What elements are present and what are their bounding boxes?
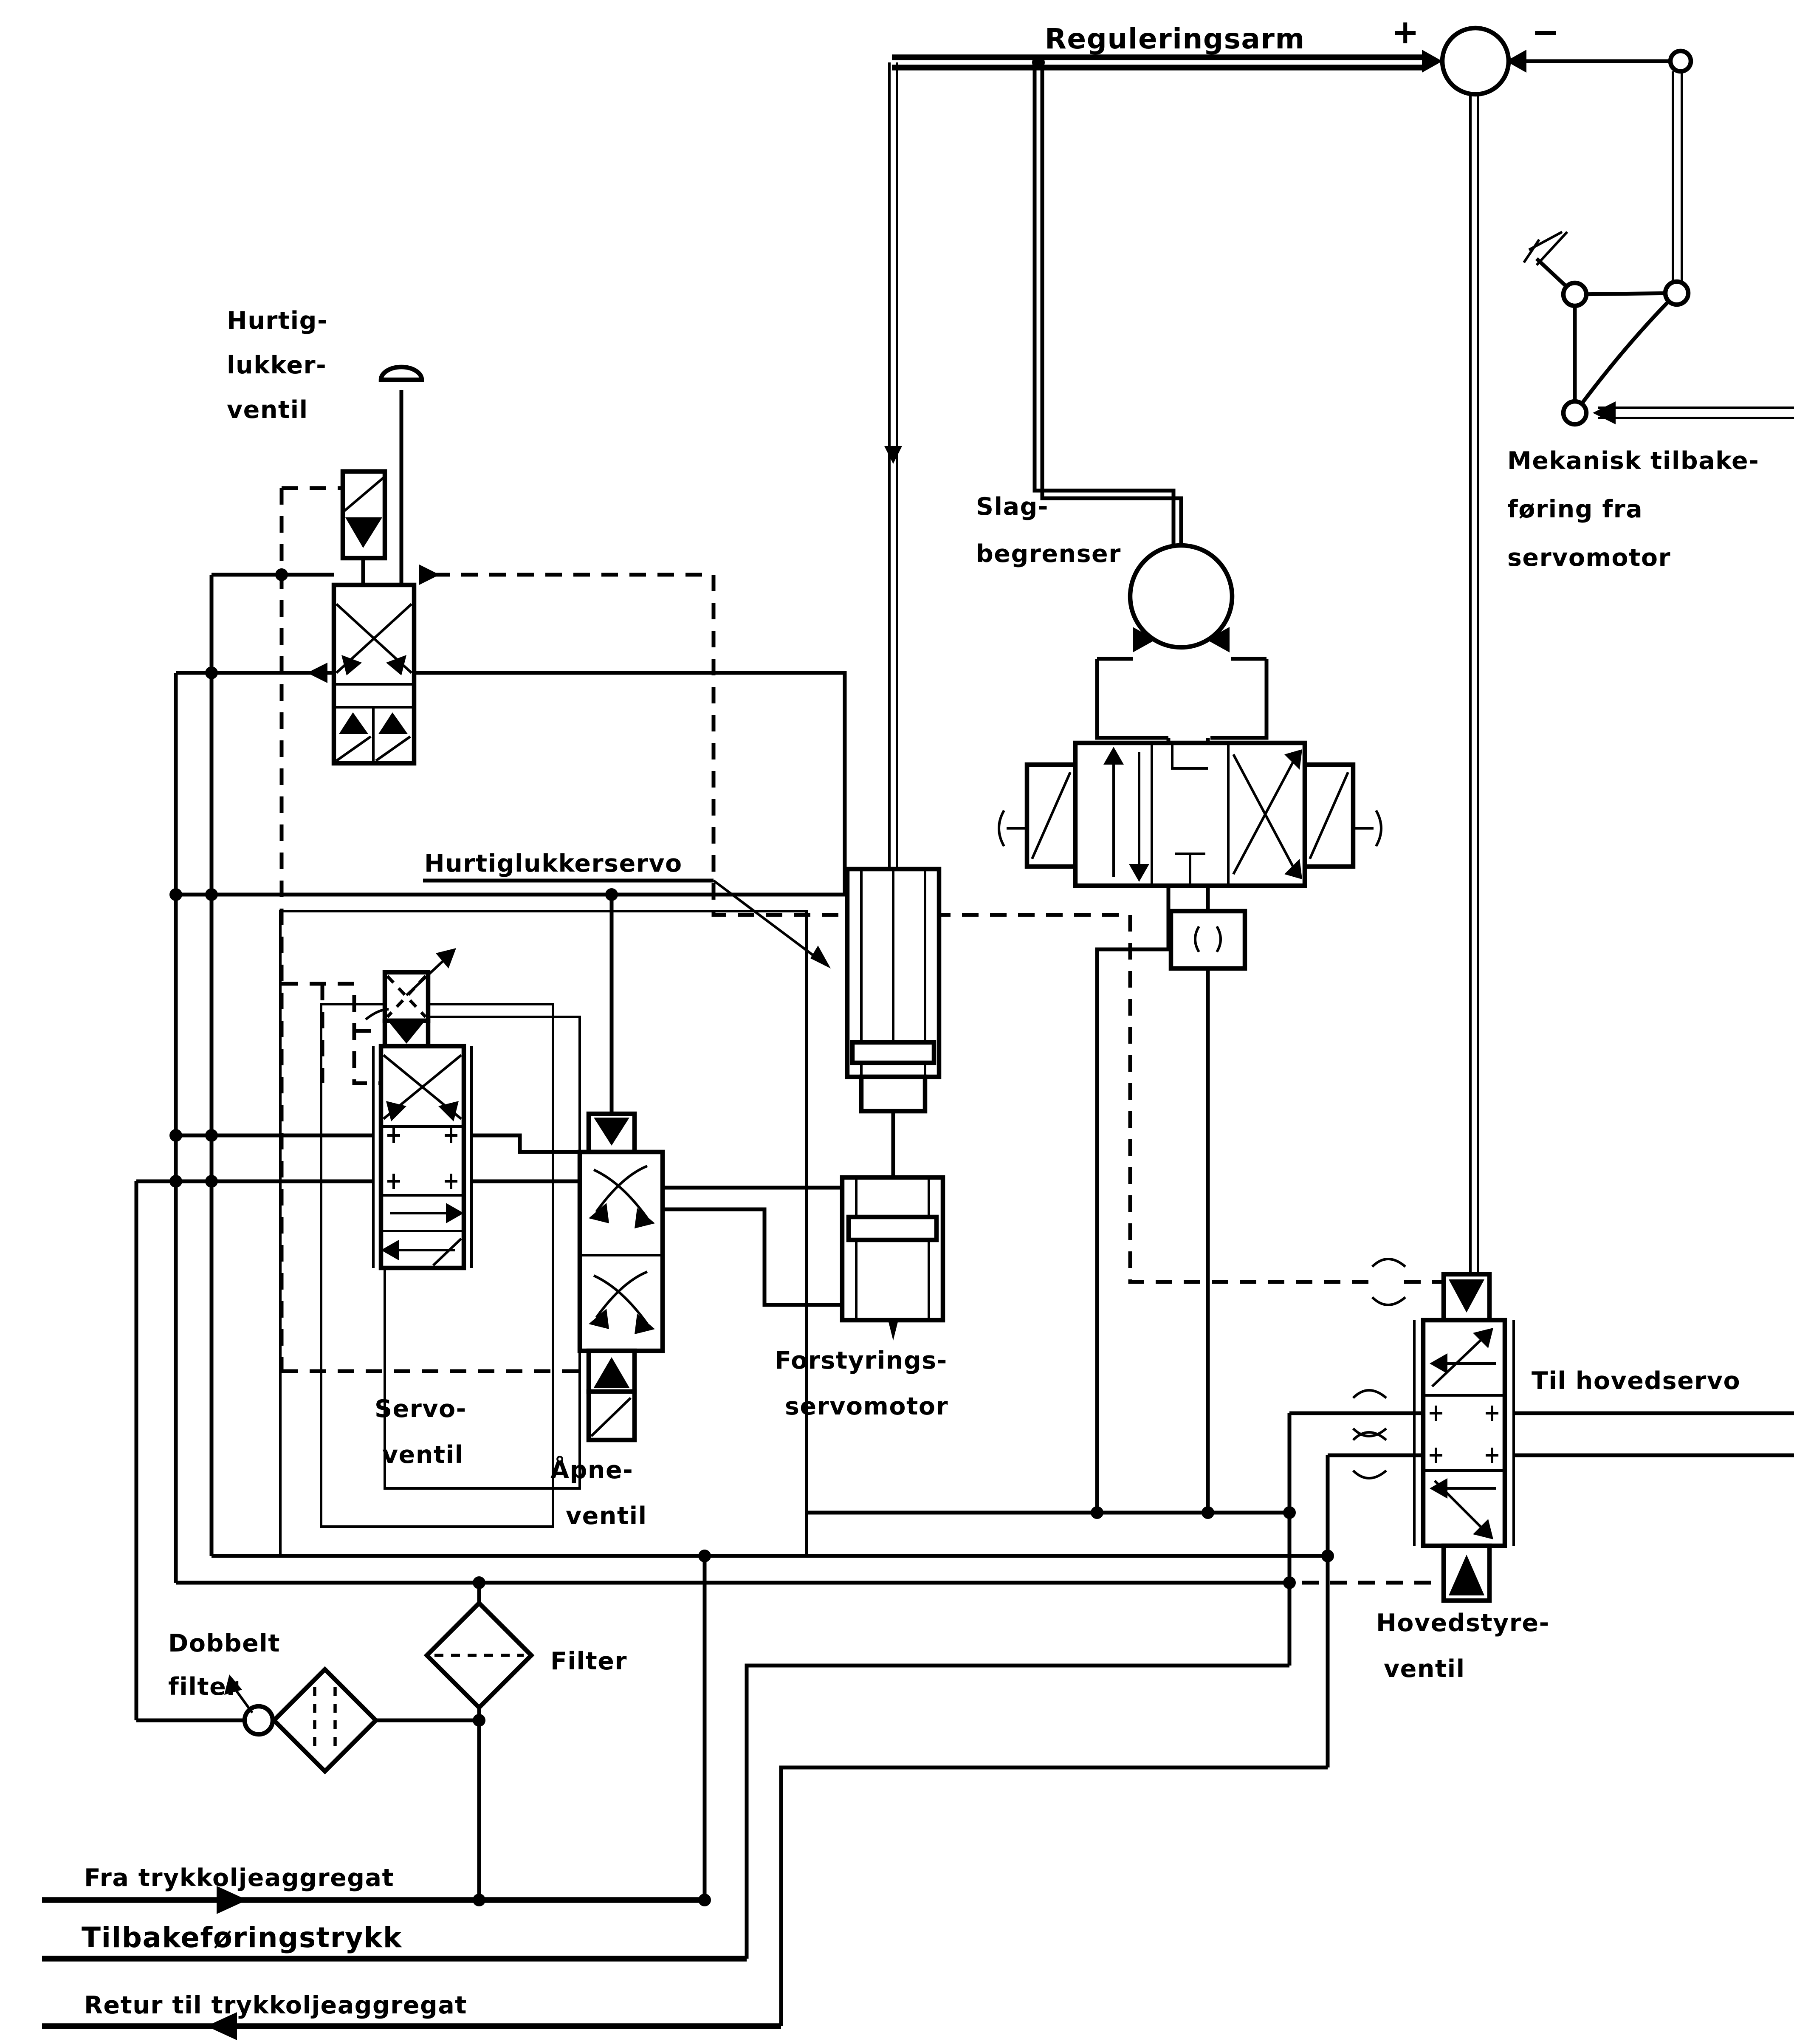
label-hoved-1: Hovedstyre-: [1376, 1609, 1550, 1637]
line-break-symbols: [1352, 1258, 1406, 1479]
supply-return-lines: [42, 1897, 781, 2029]
label-forstyr-2: servomotor: [785, 1392, 948, 1420]
label-hoved-2: ventil: [1384, 1655, 1465, 1683]
label-retur: Retur til trykkoljeaggregat: [84, 1991, 467, 2019]
label-apne-1: Åpne-: [550, 1455, 633, 1484]
label-mekanisk-2: føring fra: [1507, 495, 1643, 523]
summing-junction: [1440, 25, 1693, 97]
hydraulic-lines: [134, 54, 1794, 2026]
label-forstyr-1: Forstyrings-: [775, 1347, 948, 1375]
labels: Reguleringsarm + − Mekanisk tilbake- før…: [82, 13, 1759, 2019]
piston: [850, 1040, 936, 1065]
hurtiglukkerservo-cylinder: [845, 867, 942, 1114]
label-dobbelt-2: filter: [168, 1673, 239, 1701]
dobbelt-filter-unit: [224, 1666, 379, 1775]
label-dobbelt-1: Dobbelt: [168, 1629, 280, 1657]
flow-arrows: [206, 50, 1616, 2040]
pivot: [1668, 48, 1693, 74]
changeover-icon: [242, 1704, 275, 1737]
filter-unit: [423, 1600, 535, 1711]
hovedstyreventil: [1413, 1272, 1515, 1603]
throttle-box: [1168, 909, 1247, 971]
label-hurtig-3: ventil: [227, 396, 308, 424]
valve-body: [378, 1044, 466, 1270]
junction-dots: [169, 56, 1334, 1906]
servo-ventil: [365, 948, 473, 1270]
label-slag-2: begrenser: [976, 540, 1121, 568]
hurtiglukkerservo-leader: [423, 878, 831, 968]
label-servo-1: Servo-: [375, 1395, 467, 1423]
label-minus: −: [1532, 13, 1560, 51]
label-hurtig-1: Hurtig-: [227, 307, 328, 335]
label-filter: Filter: [550, 1647, 627, 1675]
label-tilbakeforing: Tilbakeføringstrykk: [82, 1921, 403, 1954]
label-hurtig-2: lukker-: [227, 351, 327, 379]
valve-body: [577, 1149, 665, 1353]
label-mekanisk-3: servomotor: [1507, 544, 1671, 572]
slagbegrenser: [1095, 543, 1269, 740]
hurtiglukkerventil: [331, 364, 424, 766]
label-plus: +: [1391, 13, 1420, 51]
piston: [846, 1214, 939, 1242]
label-fra-trykk: Fra trykkoljeaggregat: [84, 1864, 394, 1892]
mekanisk-tilbakeforing-linkage: [1523, 231, 1691, 427]
label-til-hovedservo: Til hovedservo: [1532, 1367, 1740, 1395]
label-reguleringsarm: Reguleringsarm: [1045, 23, 1305, 55]
label-apne-2: ventil: [566, 1502, 647, 1530]
label-servo-2: ventil: [382, 1441, 464, 1469]
apne-ventil: [577, 1111, 665, 1443]
valve-body: [1421, 1318, 1507, 1548]
retningsventil-4-3: [998, 740, 1382, 888]
forstyringsservomotor: [840, 1175, 945, 1341]
pull-knob-icon: [378, 364, 424, 382]
label-slag-1: Slag-: [976, 493, 1049, 521]
label-mekanisk-1: Mekanisk tilbake-: [1507, 447, 1759, 475]
system-boundary-boxes: [279, 910, 808, 1557]
label-hurtiglukkerservo: Hurtiglukkerservo: [424, 850, 683, 878]
